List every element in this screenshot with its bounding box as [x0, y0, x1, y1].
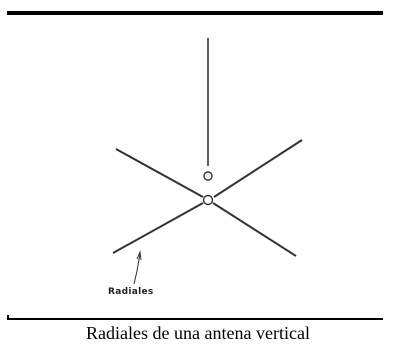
radiales-label: Radiales — [108, 287, 154, 297]
label-pointer — [133, 253, 141, 285]
bottom-rule-tick — [7, 315, 9, 319]
radial-junction — [202, 194, 214, 206]
radial-lower-left — [112, 202, 204, 254]
top-rule — [7, 11, 383, 15]
radial-lower-right — [212, 202, 297, 257]
feed-insulator — [203, 171, 213, 181]
bottom-rule — [7, 318, 383, 320]
figure-caption: Radiales de una antena vertical — [86, 323, 310, 343]
radial-upper-left — [115, 148, 204, 198]
label-pointer-arrowhead — [136, 250, 142, 261]
radial-upper-right — [213, 139, 303, 198]
